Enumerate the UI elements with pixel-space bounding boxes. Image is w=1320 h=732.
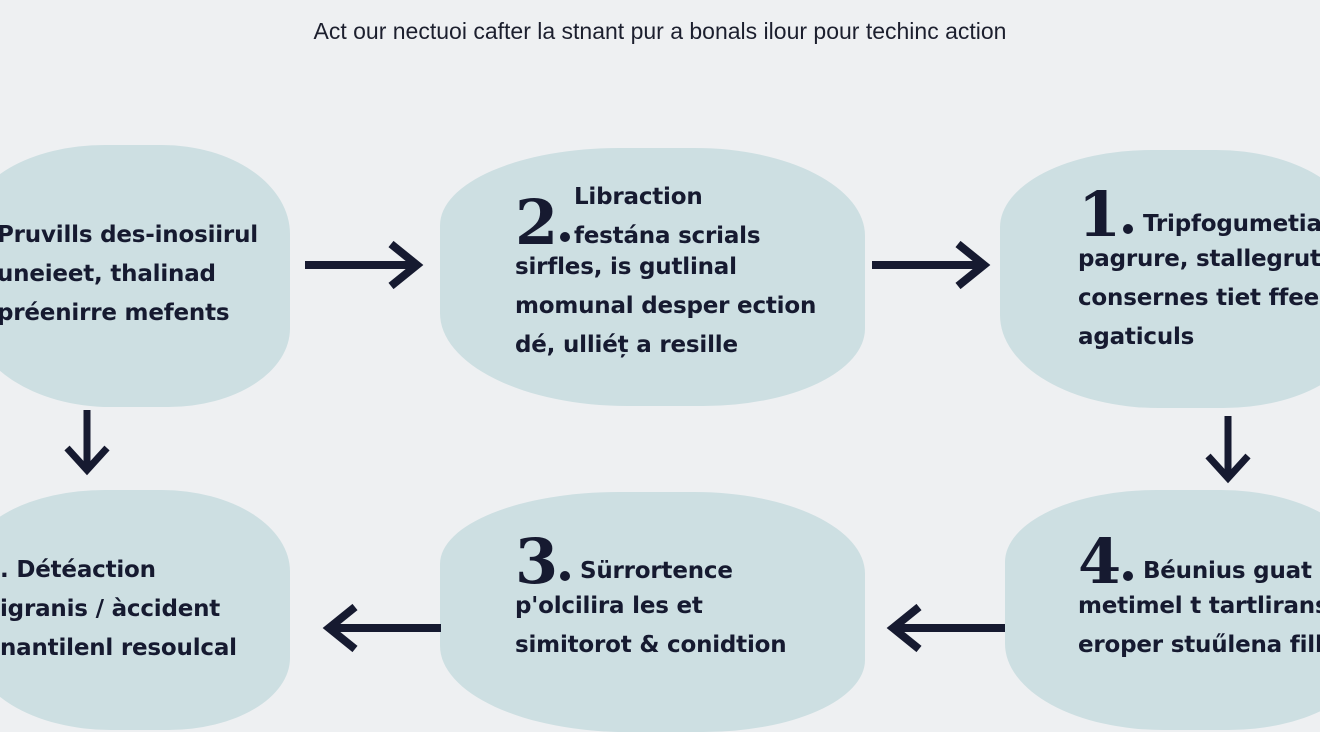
subtitle: Act our nectuoi cafter la stnant pur a b… <box>313 18 1007 44</box>
card-text: pagrure, stallegrutl <box>1078 246 1320 272</box>
step-card-1: 1 Tripfogumetia pagrure, stallegrutl cons… <box>1078 178 1320 357</box>
card-text: . Détéaction <box>0 557 156 583</box>
left-arrow-icon <box>886 603 1005 653</box>
step-card-3: 3 Sürrortence p'olcilira les et simitorot… <box>515 525 787 665</box>
card-text: simitorot & conidtion <box>515 632 787 658</box>
card-text: nantilenl resoulcal <box>0 635 237 661</box>
step-card-2: 2 Libraction festána scrials sirfles, is… <box>515 178 816 365</box>
right-arrow-icon <box>305 240 424 290</box>
step-card-top-right-bg <box>1000 150 1320 408</box>
card-text: Béunius guat <box>1142 558 1312 584</box>
card-text: momunal desper ection <box>515 293 817 319</box>
step-number: 4 <box>1078 525 1121 598</box>
card-text: uneieet, thalinad <box>0 261 216 287</box>
left-arrow-icon <box>322 603 441 653</box>
card-text: dé, ulliéț a resille <box>515 332 738 358</box>
card-text: festána scrials <box>573 223 761 249</box>
card-text: Sürrortence <box>579 558 733 584</box>
card-text: Tripfogumetia <box>1142 211 1320 237</box>
card-text: p'olcilira les et <box>515 593 703 619</box>
card-text: consernes tiet ffeed <box>1078 285 1320 311</box>
down-arrow-icon <box>64 410 110 476</box>
right-arrow-icon <box>872 240 991 290</box>
bullet-dot <box>1122 571 1133 581</box>
step-number: 3 <box>515 525 558 598</box>
card-text: metimel t tartlirans <box>1078 593 1320 619</box>
step-card-top-left-bg <box>0 145 290 407</box>
card-heading: Libraction <box>573 184 703 210</box>
step-number: 2 <box>515 186 558 259</box>
step-card-top-middle-bg <box>440 148 865 406</box>
step-card-top-left: Pruvills des-inosiirul uneieet, thalinad… <box>0 216 258 333</box>
down-arrow-icon <box>1205 416 1251 484</box>
card-text: Pruvills des-inosiirul <box>0 222 258 248</box>
bullet-dot <box>559 571 570 581</box>
bullet-dot <box>1122 224 1133 234</box>
bullet-dot <box>559 232 570 242</box>
step-card-4: 4 Béunius guat metimel t tartlirans erope… <box>1078 525 1320 665</box>
step-number: 1 <box>1078 178 1121 251</box>
card-text: préenirre mefents <box>0 300 230 326</box>
card-text: igranis / àccident <box>0 596 221 622</box>
card-text: sirfles, is gutlinal <box>515 254 737 280</box>
card-text: eroper stuűlena fill <box>1078 632 1320 658</box>
step-card-bottom-left: . Détéaction igranis / àccident nantilen… <box>0 551 237 668</box>
card-text: agaticuls <box>1078 324 1195 350</box>
